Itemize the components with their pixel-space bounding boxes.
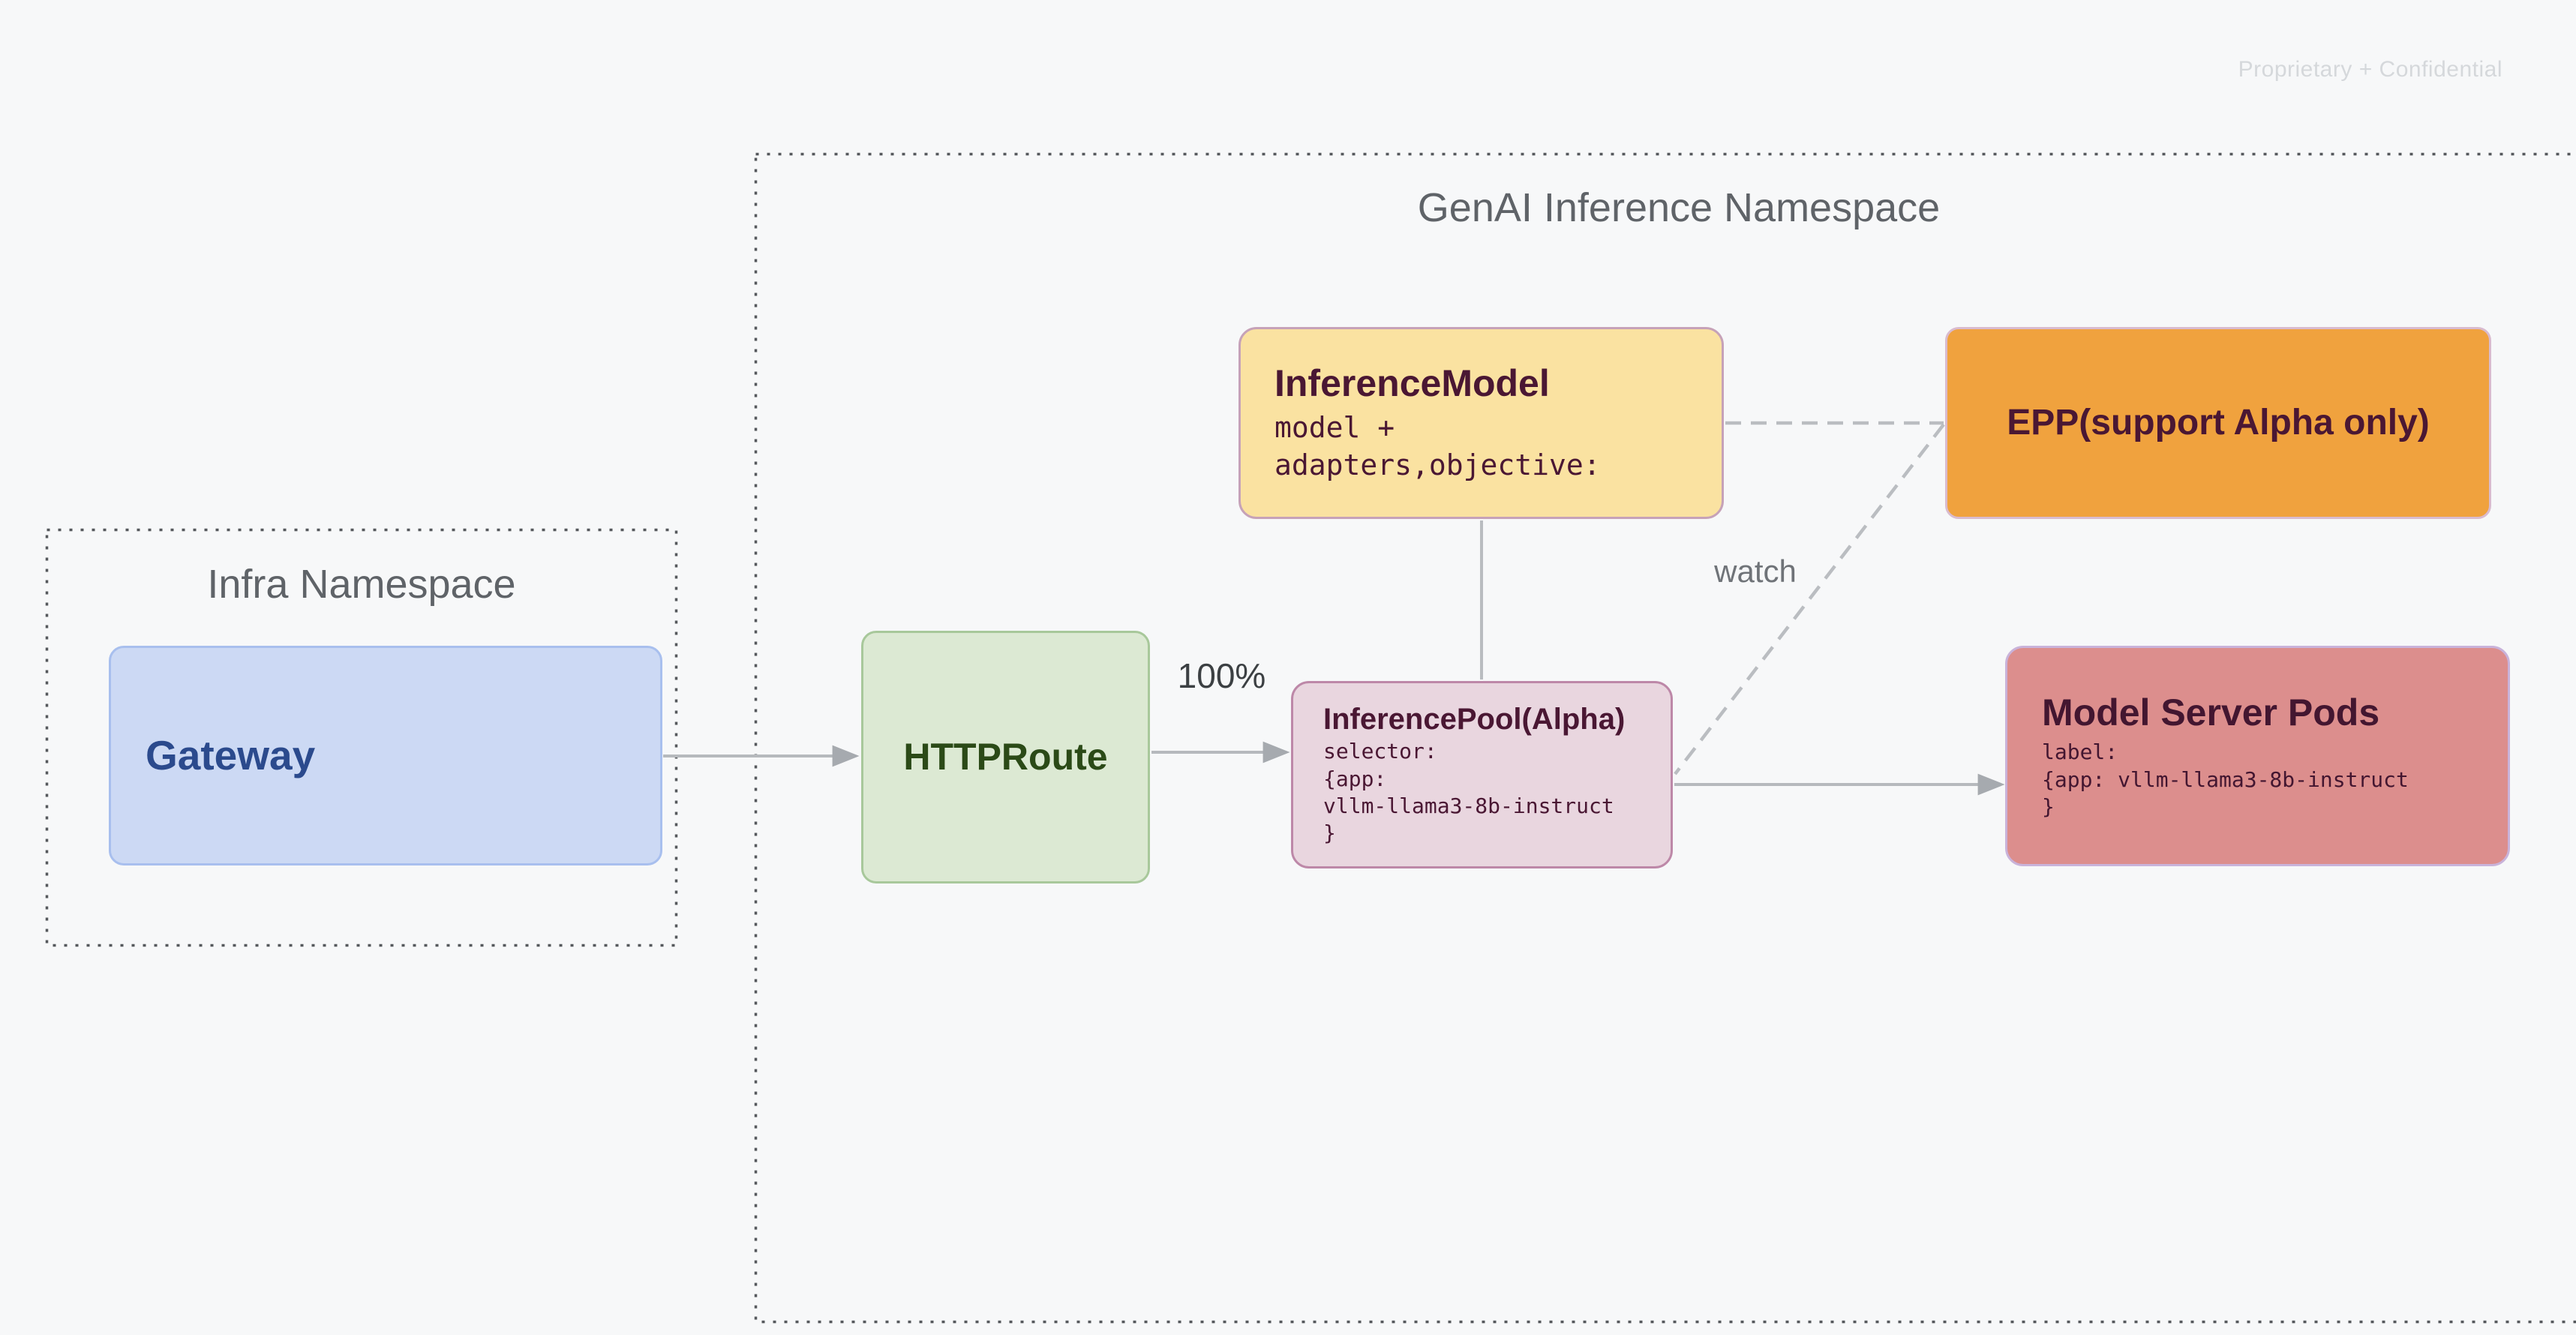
model-server-pods-spec: label: {app: vllm-llama3-8b-instruct } (2042, 740, 2409, 819)
google-logo: Google (2384, 1328, 2533, 1335)
infra-namespace-title: Infra Namespace (207, 562, 516, 607)
traffic-weight-label: 100% (1177, 656, 1266, 695)
inference-pool-title: InferencePool(Alpha) (1323, 703, 1626, 736)
inference-model-spec: model + adapters,objective: (1274, 411, 1601, 482)
watch-label: watch (1714, 554, 1797, 589)
inference-pool-spec: selector: {app: vllm-llama3-8b-instruct … (1323, 739, 1614, 846)
confidential-label: Proprietary + Confidential (2238, 57, 2502, 82)
genai-namespace-title: GenAI Inference Namespace (1417, 185, 1941, 230)
inference-pool-node[interactable]: InferencePool(Alpha) selector: {app: vll… (1291, 681, 1673, 868)
model-server-pods-node[interactable]: Model Server Pods label: {app: vllm-llam… (2005, 646, 2510, 866)
httproute-title: HTTPRoute (903, 735, 1108, 778)
epp-node[interactable]: EPP(support Alpha only) (1945, 327, 2491, 519)
inference-model-title: InferenceModel (1274, 362, 1550, 404)
model-server-pods-title: Model Server Pods (2042, 691, 2380, 734)
httproute-node[interactable]: HTTPRoute (861, 631, 1150, 884)
gateway-node[interactable]: Gateway (109, 646, 662, 866)
epp-title: EPP(support Alpha only) (2007, 403, 2430, 443)
gateway-title: Gateway (146, 731, 316, 778)
inference-model-node[interactable]: InferenceModel model + adapters,objectiv… (1238, 327, 1724, 519)
